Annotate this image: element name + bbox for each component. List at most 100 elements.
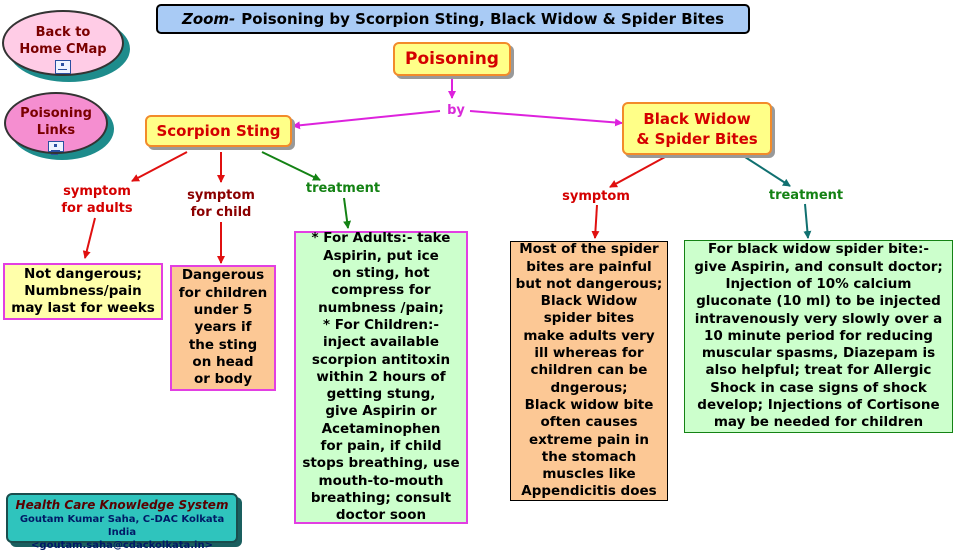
box-line: but not dangerous; <box>515 275 663 292</box>
box-line: Aspirin, put ice <box>323 247 439 264</box>
box-line: ill whereas for <box>534 345 644 362</box>
box-line: muscular spasms, Diazepam is <box>701 345 936 362</box>
poisoning-links-button[interactable]: Poisoning Links <box>4 92 108 154</box>
box-line: * For Adults:- take <box>311 230 451 247</box>
link-label-symptom-child: symptom for child <box>168 187 274 221</box>
box-line: compress for <box>331 282 431 299</box>
box-line: 10 minute period for reducing <box>704 327 933 344</box>
links-label-line2: Links <box>36 123 76 138</box>
box-line: gluconate (10 ml) to be injected <box>696 293 941 310</box>
box-line: dngerous; <box>550 379 628 396</box>
box-line: or body <box>193 371 253 388</box>
box-line: inject available <box>322 334 439 351</box>
box-line: doctor soon <box>335 507 427 524</box>
box-line: numbness /pain; <box>318 299 444 316</box>
concept-map-icon[interactable] <box>55 60 71 74</box>
links-label-line1: Poisoning <box>20 106 92 121</box>
link-label-treatment-spider: treatment <box>768 188 844 203</box>
link-label-by: by <box>447 103 465 118</box>
credit-author: Goutam Kumar Saha, C-DAC Kolkata India <box>19 514 225 538</box>
box-line: scorpion antitoxin <box>311 351 451 368</box>
arrow-symptom-adults-box <box>82 217 96 259</box>
box-line: Black widow bite <box>524 396 654 413</box>
box-line: on head <box>192 353 254 370</box>
box-line: years if <box>194 319 252 336</box>
box-line: give Aspirin, and consult doctor; <box>694 258 943 275</box>
credit-title: Health Care Knowledge System <box>15 498 229 512</box>
credit-email: <goutam.saha@cdackolkata.in> <box>31 540 213 551</box>
arrow-spider-treatment <box>744 156 791 187</box>
box-line: Injection of 10% calcium <box>725 275 912 292</box>
arrow-spider-treatment-box <box>803 203 812 239</box>
box-line: Dangerous <box>181 267 265 284</box>
symptom-child-line2: for child <box>190 205 252 220</box>
box-line: Shock in case signs of shock <box>710 379 927 396</box>
arrow-scorpion-symptom-adults <box>131 151 188 182</box>
box-line: also helpful; treat for Allergic <box>705 362 932 379</box>
box-line: for pain, if child <box>320 438 442 455</box>
box-line: Not dangerous; <box>24 265 142 282</box>
box-line: bites are painful <box>526 258 652 275</box>
link-label-symptom-adults: symptom for adults <box>42 183 152 217</box>
symptom-adults-line2: for adults <box>61 201 133 216</box>
back-to-home-button[interactable]: Back to Home CMap <box>2 10 124 76</box>
box-line: within 2 hours of <box>316 368 446 385</box>
box-line: the stomach <box>541 448 637 465</box>
arrow-treatment-box <box>343 197 352 229</box>
box-line: * For Children:- <box>323 316 439 333</box>
concept-scorpion-sting[interactable]: Scorpion Sting <box>145 115 292 147</box>
concept-poisoning[interactable]: Poisoning <box>393 42 511 76</box>
back-label-line1: Back to <box>35 25 91 40</box>
box-line: on sting, hot <box>332 265 430 282</box>
box-line: mouth-to-mouth <box>318 472 444 489</box>
box-line: Appendicitis does <box>521 483 657 500</box>
box-scorpion-treatment: * For Adults:- take Aspirin, put ice on … <box>294 230 468 524</box>
box-symptom-child: Dangerous for children under 5 years if … <box>170 265 276 391</box>
credit-box: Health Care Knowledge System Goutam Kuma… <box>6 493 238 551</box>
arrow-spider-symptom <box>609 156 666 188</box>
concept-map-icon[interactable] <box>48 141 64 152</box>
box-line: may last for weeks <box>11 300 155 317</box>
box-spider-treatment: For black widow spider bite:- give Aspir… <box>684 240 953 433</box>
box-line: intravenously very slowly over a <box>694 310 943 327</box>
arrow-by-scorpion <box>292 110 441 130</box>
box-line: make adults very <box>523 327 655 344</box>
box-line: For black widow spider bite:- <box>707 241 929 258</box>
box-line: children can be <box>530 362 648 379</box>
box-line: spider bites <box>543 310 635 327</box>
arrow-by-spider <box>469 110 623 127</box>
box-line: Black Widow <box>540 293 638 310</box>
arrow-spider-symptom-box <box>591 204 600 239</box>
concept-spider-label-line2: & Spider Bites <box>636 129 758 148</box>
box-line: extreme pain in <box>528 431 649 448</box>
box-line: under 5 <box>193 302 253 319</box>
page-title: Zoom- Poisoning by Scorpion Sting, Black… <box>156 4 750 34</box>
box-line: often causes <box>540 414 638 431</box>
concept-black-widow-spider[interactable]: Black Widow & Spider Bites <box>622 102 772 155</box>
symptom-adults-line1: symptom <box>63 184 131 199</box>
symptom-child-line1: symptom <box>187 188 255 203</box>
box-line: develop; Injections of Cortisone <box>697 397 940 414</box>
back-label-line2: Home CMap <box>19 42 107 57</box>
box-line: getting stung, <box>326 386 436 403</box>
box-symptom-adults: Not dangerous; Numbness/pain may last fo… <box>3 263 163 320</box>
box-line: breathing; consult <box>310 489 452 506</box>
box-line: give Aspirin or <box>325 403 437 420</box>
box-line: for children <box>178 284 268 301</box>
concept-poisoning-label: Poisoning <box>405 49 499 69</box>
link-label-symptom-spider: symptom <box>562 189 630 204</box>
box-line: Most of the spider <box>519 241 659 258</box>
title-text: Poisoning by Scorpion Sting, Black Widow… <box>241 10 725 28</box>
arrow-scorpion-treatment <box>261 151 321 181</box>
title-prefix: Zoom- <box>181 10 236 28</box>
box-line: the sting <box>188 336 258 353</box>
box-line: stops breathing, use <box>302 455 460 472</box>
box-line: may be needed for children <box>713 414 924 431</box>
link-label-treatment-scorpion: treatment <box>305 181 381 196</box>
box-line: Acetaminophen <box>321 420 441 437</box>
box-spider-symptom: Most of the spider bites are painful but… <box>510 241 668 501</box>
box-line: Numbness/pain <box>24 282 142 299</box>
concept-scorpion-label: Scorpion Sting <box>156 122 281 140</box>
concept-spider-label-line1: Black Widow <box>643 109 751 128</box>
